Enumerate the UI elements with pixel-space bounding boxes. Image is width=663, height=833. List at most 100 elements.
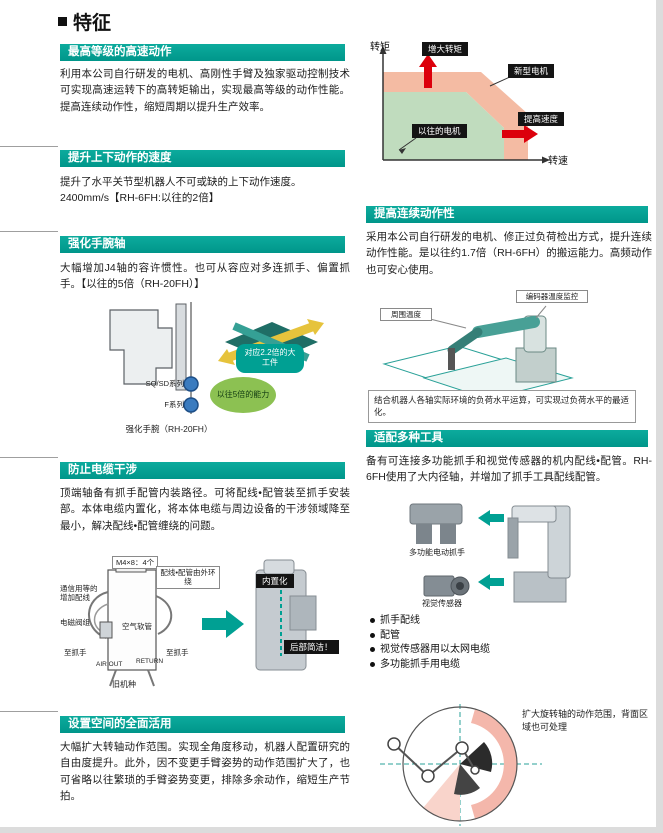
section-body-space: 大幅扩大转轴动作范围。实现全角度移动，机器人配置研究的自由度提升。此外，因不变更… xyxy=(60,741,350,802)
section-body-continuous: 采用本公司自行研发的电机、修正过负荷检出方式，提升连续动作性能。是以往约1.7倍… xyxy=(366,231,652,276)
arm-wedge-2 xyxy=(454,764,480,795)
section-header-high-speed: 最高等级的高速动作 xyxy=(60,44,345,61)
section-body-tools: 备有可连接多功能抓手和视觉传感器的机内配线•配管。RH-6FH使用了大内径轴，并… xyxy=(366,455,652,484)
tool-robot-column xyxy=(547,505,571,579)
new-robot-arm xyxy=(289,595,317,631)
old-motor-label: 以往的电机 xyxy=(412,124,467,139)
edge-divider xyxy=(0,457,58,458)
arm-wedge-1 xyxy=(460,742,493,772)
tools-figure: 多功能电动抓手 视觉传感器 xyxy=(366,494,648,612)
new-motor-label: 新型电机 xyxy=(508,64,555,79)
solenoid-valve-label: 电磁阀组 xyxy=(60,618,90,627)
page-title: 特征 xyxy=(58,8,111,35)
bullet-icon xyxy=(370,618,375,624)
cable-curve-right xyxy=(155,595,173,635)
section-body-cable: 顶端轴备有抓手配管内装路径。可将配线•配管装至抓手安装部。本体电缆内置化，将本体… xyxy=(60,487,350,532)
edge-divider xyxy=(0,711,58,712)
list-item: 抓手配线 xyxy=(370,614,490,628)
tools-figure-art xyxy=(409,503,571,603)
list-item-label: 配管 xyxy=(380,629,400,641)
section-body-high-speed: 利用本公司自行研发的电机、高刚性手臂及独家驱动控制技术可实现高速运转下的高转矩输… xyxy=(60,68,350,113)
hose-right xyxy=(147,669,155,687)
list-item: 多功能抓手用电缆 xyxy=(370,658,490,672)
joint-1 xyxy=(387,737,401,751)
list-item: 配管 xyxy=(370,629,490,643)
page-bottom-edge xyxy=(0,827,663,833)
list-item-label: 多功能抓手用电缆 xyxy=(380,658,460,670)
rear-clean-label: 后部简洁！ xyxy=(284,640,339,655)
yellow-arrowhead-left xyxy=(218,349,235,365)
page-title-text: 特征 xyxy=(73,13,112,34)
speed-right-arrow xyxy=(502,125,538,143)
spindle-shape xyxy=(175,303,187,391)
rotation-range-art xyxy=(380,704,542,826)
torque-speed-chart-art xyxy=(379,46,550,164)
rotation-range-diagram: 扩大旋转轴的动作范围，背面区域也可处理 xyxy=(374,698,650,828)
transition-arrow xyxy=(202,610,244,638)
yellow-arrowhead-right xyxy=(307,319,324,335)
torque-speed-chart: 转矩 转速 增大转矩 新型电机 以往的电机 提高速度 xyxy=(366,36,653,186)
old-motor-leader xyxy=(398,137,417,151)
section-header-tools: 适配多种工具 xyxy=(366,430,648,447)
robot-wrist-shape xyxy=(109,309,173,385)
cable-diagram: M4×8：4个 配线•配管由外环绕 通信用等的增加配线 电磁阀组 空气软管 至抓… xyxy=(60,556,345,704)
new-robot-head xyxy=(263,559,295,575)
air-out-label: AIR OUT xyxy=(96,661,123,668)
old-motor-leader-arrowhead xyxy=(399,148,406,154)
tool-robot-shaft xyxy=(507,517,519,559)
gripper-body xyxy=(409,503,463,525)
bullet-icon xyxy=(370,661,375,667)
section-body-wrist-axis: 大幅增加J4轴的容许惯性。也可从容应对多连抓手、偏置抓手。【以往的5倍（RH-2… xyxy=(60,262,350,291)
valve-block xyxy=(99,621,113,639)
expanded-range-region xyxy=(471,709,518,819)
robot-arm-2 xyxy=(447,327,483,355)
list-item-label: 视觉传感器用以太网电缆 xyxy=(380,644,490,655)
overload-note: 结合机器人各轴实际环境的负荷水平运算，可实现过负荷水平的最适化。 xyxy=(368,390,636,423)
ambient-temp-label: 周围温度 xyxy=(380,308,432,322)
capability-ellipse: 以往5倍的能力 xyxy=(210,377,276,413)
joint-dot-sq xyxy=(183,376,199,392)
list-item-label: 抓手配线 xyxy=(380,615,420,626)
continuous-operation-art xyxy=(382,305,574,400)
to-hand-left-label: 至抓手 xyxy=(64,648,87,657)
link-1 xyxy=(393,743,429,777)
work-envelope-circle xyxy=(402,706,518,822)
camera-lens-inner xyxy=(456,582,464,590)
link-2 xyxy=(427,747,463,777)
gripper-finger-left xyxy=(416,524,432,544)
section-body-vertical-speed-spec: 2400mm/s【RH-6FH:以往的2倍】 xyxy=(60,192,220,204)
gripper-finger-right xyxy=(440,524,456,544)
section-header-cable: 防止电缆干涉 xyxy=(60,462,345,479)
vision-sensor-label: 视觉传感器 xyxy=(422,599,462,608)
tool-wiring-list: 抓手配线 配管 视觉传感器用以太网电缆 多功能抓手用电缆 xyxy=(370,614,490,671)
connect-arrow-bottom xyxy=(478,574,504,590)
encoder-temp-label: 编码器温度监控 xyxy=(516,290,588,304)
tool-robot-arm xyxy=(511,505,557,523)
increase-speed-label: 提高速度 xyxy=(518,112,565,127)
bullet-icon xyxy=(370,647,375,653)
old-robot-body xyxy=(107,569,157,671)
air-hose-label: 空气软管 xyxy=(122,622,152,631)
wrist-caption: 强化手腕（RH-20FH） xyxy=(125,424,213,434)
increase-torque-label: 增大转矩 xyxy=(422,42,469,57)
series-label-f: F系列 xyxy=(164,400,184,409)
rotation-note: 扩大旋转轴的动作范围，背面区域也可处理 xyxy=(522,709,649,733)
x-axis-arrowhead xyxy=(542,156,550,164)
torque-up-arrow xyxy=(419,54,437,88)
section-header-space: 设置空间的全面活用 xyxy=(60,716,345,733)
section-header-continuous: 提高连续动作性 xyxy=(366,206,648,223)
edge-divider xyxy=(0,146,58,147)
camera-body xyxy=(423,575,455,597)
joint-3 xyxy=(455,741,469,755)
section-body-vertical-speed: 提升了水平关节型机器人不可或缺的上下动作速度。 xyxy=(60,176,302,188)
page-right-edge xyxy=(656,0,663,833)
wrist-axis-diagram: SQ/SD系列 F系列 对应2.2倍的大工件 以往5倍的能力 强化手腕（RH-2… xyxy=(60,298,345,448)
section-header-vertical-speed: 提升上下动作的速度 xyxy=(60,150,345,167)
edge-divider xyxy=(0,231,58,232)
robot-base xyxy=(515,347,557,383)
comm-wiring-label: 通信用等的增加配线 xyxy=(60,584,98,603)
robot-arm-1 xyxy=(472,316,540,338)
to-hand-right-label: 至抓手 xyxy=(166,648,189,657)
old-model-caption: 旧机种 xyxy=(112,680,136,689)
list-item: 视觉传感器用以太网电缆 xyxy=(370,643,490,657)
